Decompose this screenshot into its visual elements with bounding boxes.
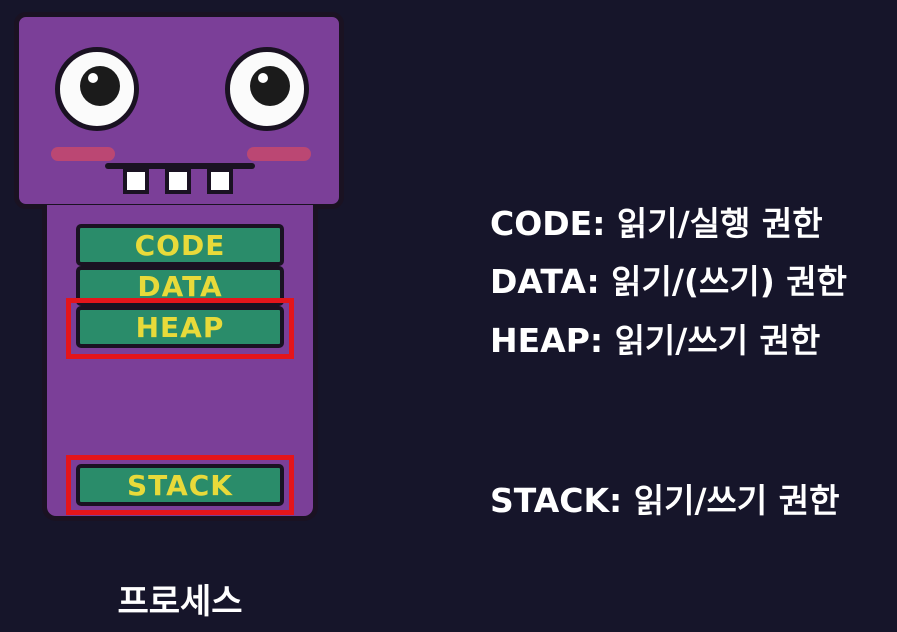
code-permission-text: CODE: 읽기/실행 권한 [490, 197, 823, 245]
data-permission-text: DATA: 읽기/(쓰기) 권한 [490, 255, 847, 303]
heap-permission-text: HEAP: 읽기/쓰기 권한 [490, 314, 820, 362]
right-eye-icon [225, 47, 309, 131]
tooth-icon [165, 168, 191, 194]
heap-highlight-box [66, 298, 294, 359]
segment-code: CODE [76, 224, 284, 266]
process-caption: 프로세스 [90, 574, 270, 623]
tooth-icon [123, 168, 149, 194]
stack-highlight-box [66, 455, 294, 515]
tooth-icon [207, 168, 233, 194]
right-cheek [247, 147, 311, 161]
stack-permission-text: STACK: 읽기/쓰기 권한 [490, 474, 839, 522]
left-eye-icon [55, 47, 139, 131]
robot-head [14, 12, 344, 209]
left-cheek [51, 147, 115, 161]
